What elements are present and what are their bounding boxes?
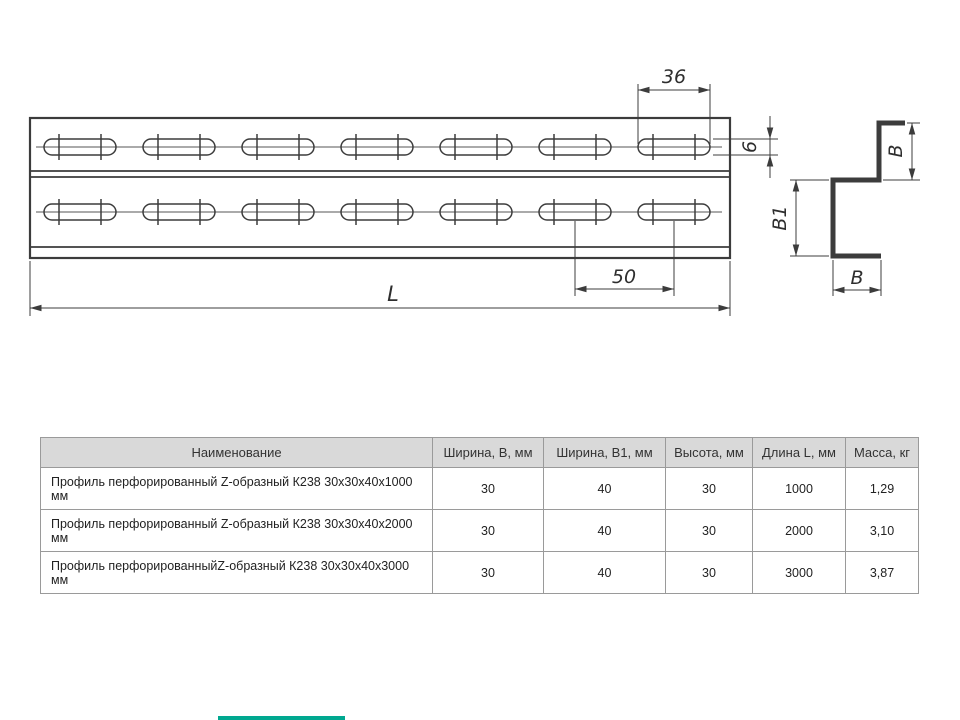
cell-name: Профиль перфорированный Z-образный К238 … xyxy=(40,509,433,552)
dim-slot-step-label: 50 xyxy=(612,266,636,288)
cell-length: 2000 xyxy=(752,509,846,552)
dimension-lines xyxy=(29,84,920,316)
cell-mass: 3,10 xyxy=(845,509,919,552)
cell-height: 30 xyxy=(665,551,753,594)
cell-name: Профиль перфорированныйZ-образный К238 3… xyxy=(40,551,433,594)
dim-slot-height-label: 6 xyxy=(739,141,761,153)
cell-mass: 3,87 xyxy=(845,551,919,594)
cell-width-b1: 40 xyxy=(543,509,666,552)
col-header-name: Наименование xyxy=(40,437,433,468)
cell-height: 30 xyxy=(665,509,753,552)
col-header-length: Длина L, мм xyxy=(752,437,846,468)
section-sheet xyxy=(830,120,905,259)
spec-table-grid: Наименование Ширина, В, мм Ширина, В1, м… xyxy=(40,437,919,594)
dim-slot-length-label: 36 xyxy=(662,66,686,88)
footer-accent-bar xyxy=(218,716,345,720)
table-header-row: Наименование Ширина, В, мм Ширина, В1, м… xyxy=(40,437,919,468)
dimension-labels: 36 6 50 L В В1 В xyxy=(387,66,907,306)
section-view xyxy=(830,120,905,259)
table-row: Профиль перфорированный Z-образный К238 … xyxy=(40,509,919,552)
cell-width-b1: 40 xyxy=(543,551,666,594)
col-header-width-b: Ширина, В, мм xyxy=(432,437,544,468)
dim-width-b-top-label: В xyxy=(885,144,907,157)
cell-width-b: 30 xyxy=(432,551,544,594)
dim-width-b-bottom-label: В xyxy=(850,267,863,289)
cell-width-b: 30 xyxy=(432,467,544,510)
profile-outline xyxy=(28,116,732,260)
table-row: Профиль перфорированныйZ-образный К238 3… xyxy=(40,551,919,594)
cell-length: 3000 xyxy=(752,551,846,594)
spec-table: Наименование Ширина, В, мм Ширина, В1, м… xyxy=(40,437,919,594)
cell-width-b: 30 xyxy=(432,509,544,552)
technical-drawing: 36 6 50 L В В1 В xyxy=(28,66,920,316)
cell-name: Профиль перфорированный Z-образный К238 … xyxy=(40,467,433,510)
cell-width-b1: 40 xyxy=(543,467,666,510)
col-header-mass: Масса, кг xyxy=(845,437,919,468)
col-header-height: Высота, мм xyxy=(665,437,753,468)
perforation-slots xyxy=(43,133,711,226)
table-row: Профиль перфорированный Z-образный К238 … xyxy=(40,467,919,510)
front-view xyxy=(28,116,732,260)
cell-mass: 1,29 xyxy=(845,467,919,510)
row-centerlines xyxy=(36,146,722,213)
cell-height: 30 xyxy=(665,467,753,510)
col-header-width-b1: Ширина, В1, мм xyxy=(543,437,666,468)
dim-length-label: L xyxy=(387,282,399,306)
dim-width-b1-label: В1 xyxy=(769,205,791,230)
cell-length: 1000 xyxy=(752,467,846,510)
